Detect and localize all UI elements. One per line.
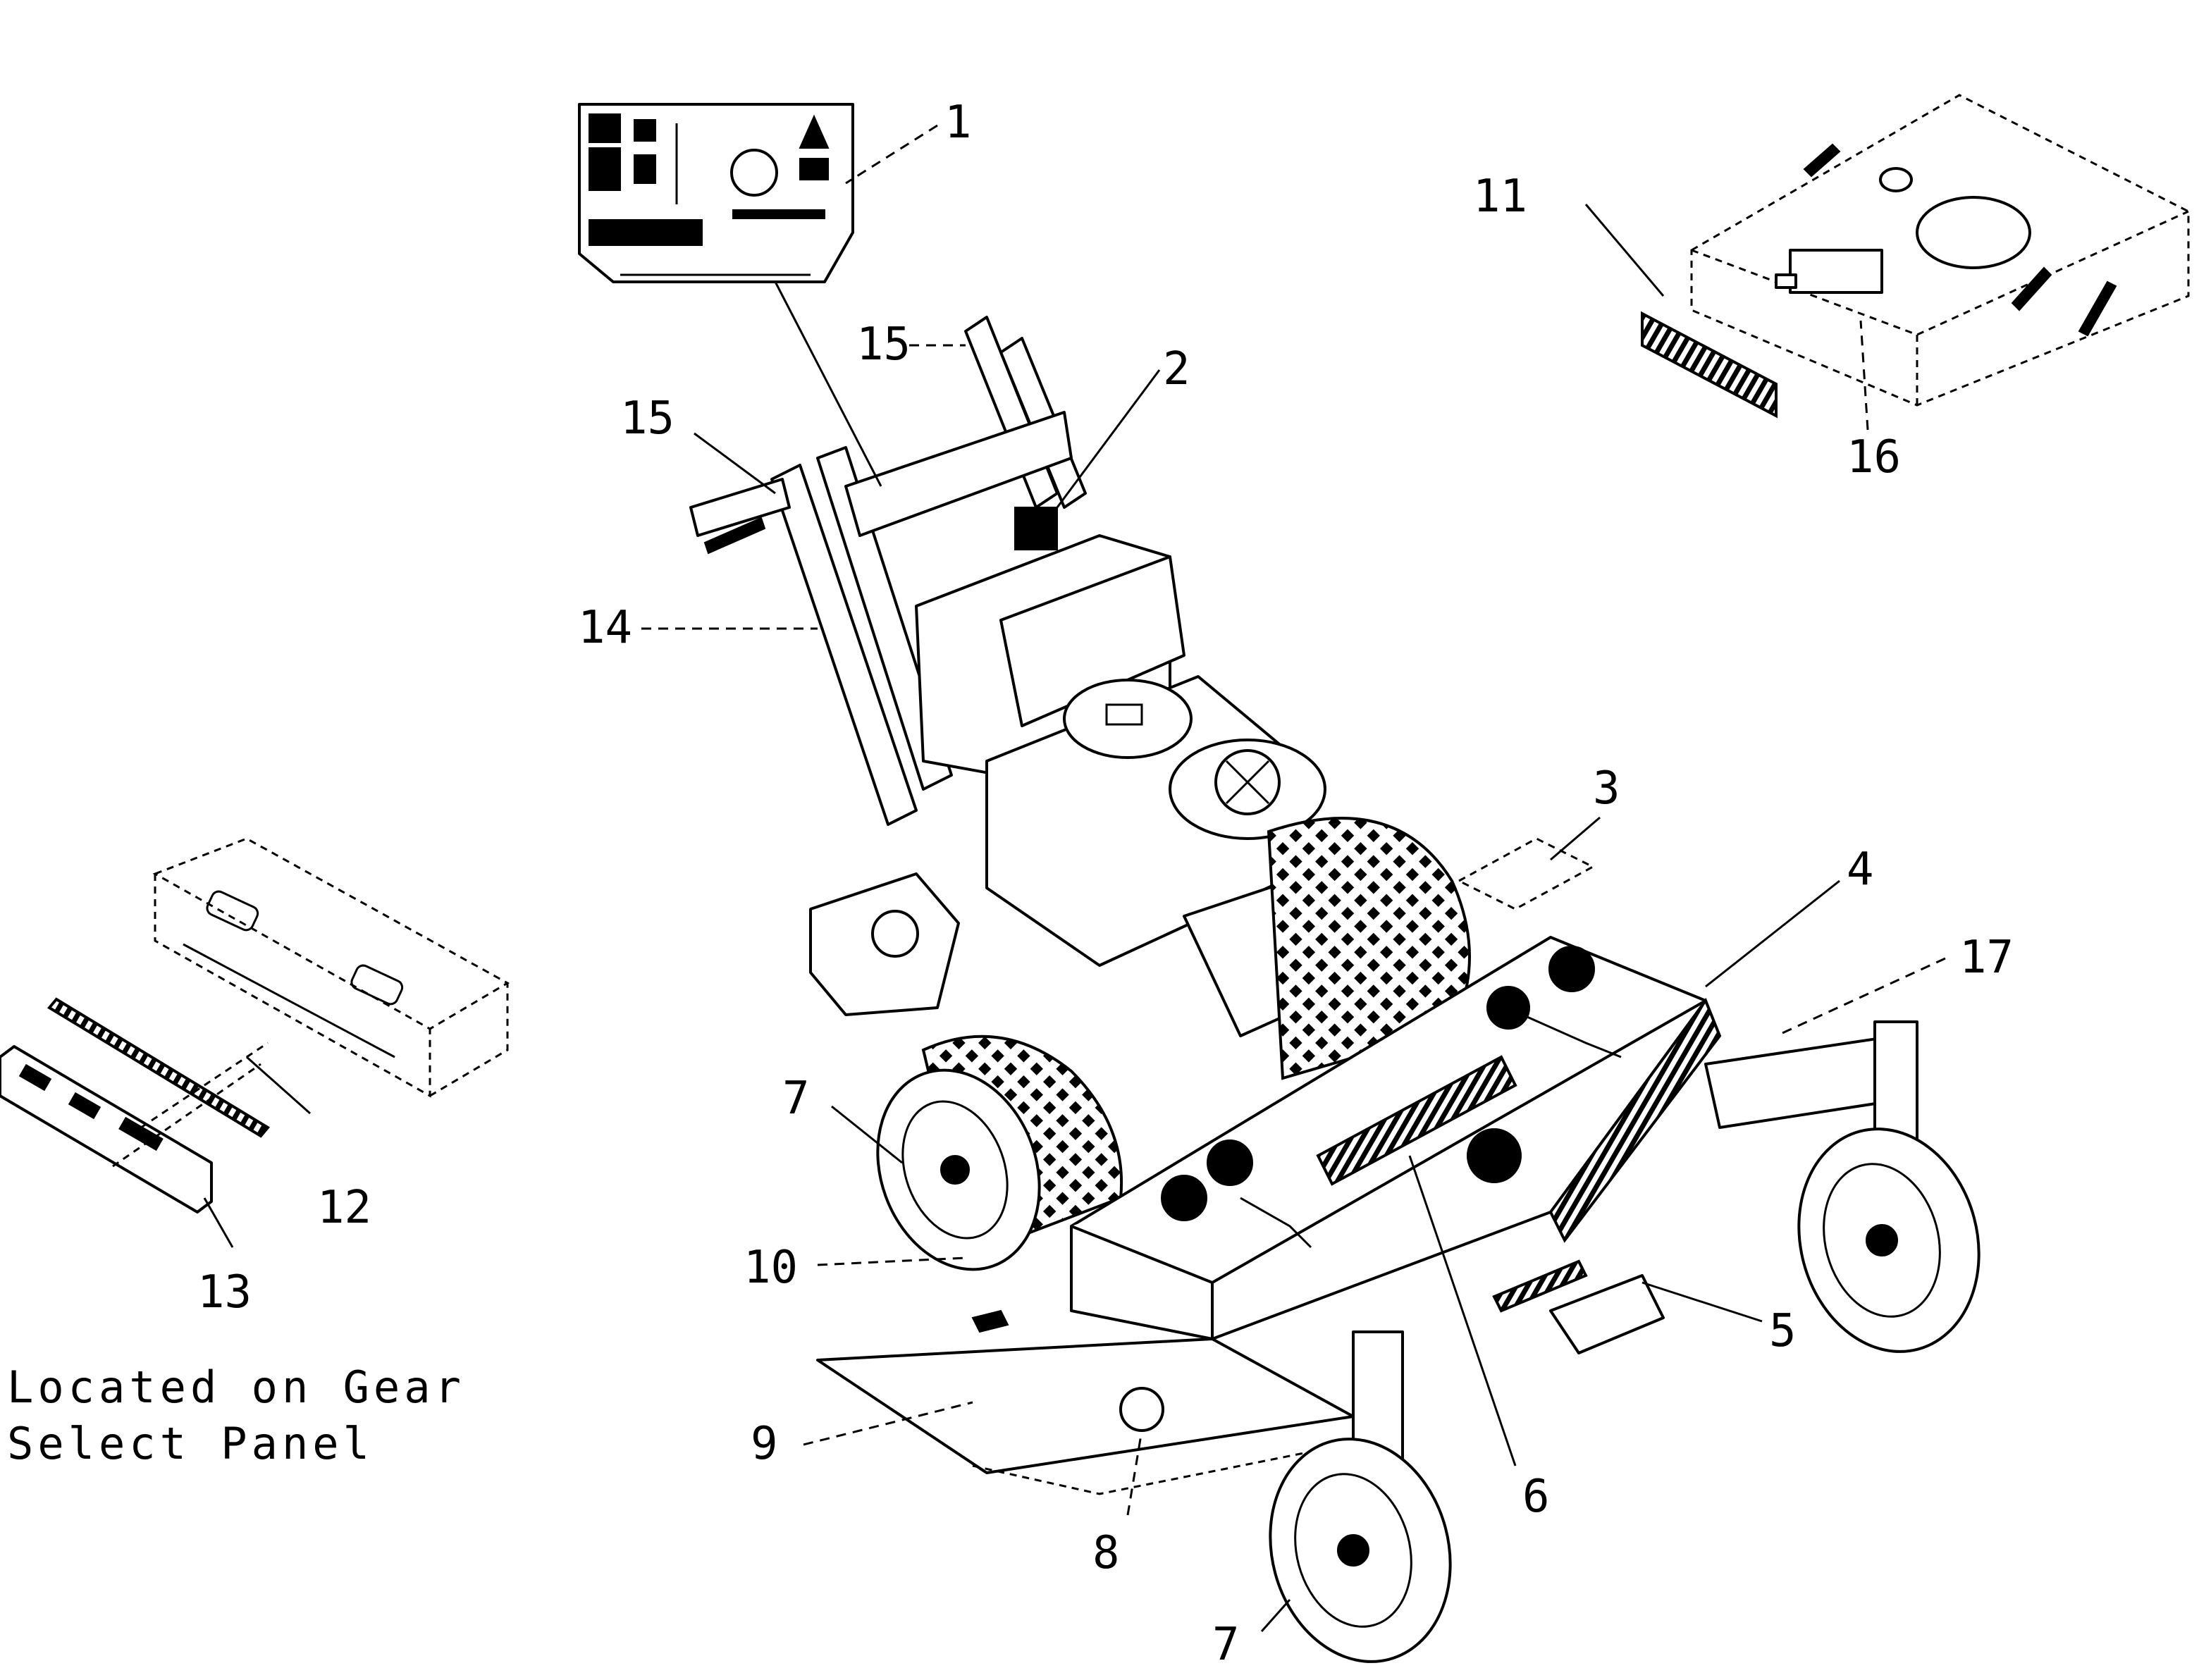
gear-select-panel (0, 837, 510, 1213)
callout-17: 17 (1959, 932, 2014, 984)
callout-labels: 1 2 3 4 5 6 7 7 8 9 10 11 12 13 14 15 15… (197, 97, 2014, 1671)
callout-15-lower: 15 (620, 393, 675, 445)
callout-2: 2 (1163, 343, 1190, 395)
location-note-line-2: Select Panel (7, 1418, 374, 1469)
callout-16: 16 (1847, 431, 1901, 483)
callout-3: 3 (1593, 762, 1620, 815)
callout-15-upper: 15 (856, 319, 911, 371)
callout-13: 13 (197, 1266, 252, 1318)
location-note-line-1: Located on Gear (7, 1361, 465, 1413)
callout-7-front-caster: 7 (1212, 1619, 1240, 1671)
callout-12: 12 (317, 1182, 371, 1234)
location-note: Located on Gear Select Panel (7, 1361, 465, 1469)
leader-lines (203, 124, 1946, 1632)
callout-11: 11 (1473, 171, 1527, 223)
callout-14: 14 (578, 602, 632, 654)
callout-5: 5 (1769, 1305, 1797, 1357)
mower-body (689, 316, 1981, 1663)
callout-6: 6 (1522, 1471, 1550, 1523)
callout-7-rear-wheel: 7 (782, 1073, 810, 1125)
deck-belt-cover-detail (1641, 94, 2190, 419)
callout-4: 4 (1847, 844, 1874, 896)
control-panel-decal (578, 103, 854, 283)
callout-10: 10 (744, 1242, 798, 1294)
callout-9: 9 (751, 1418, 778, 1470)
callout-1: 1 (944, 97, 972, 149)
callout-8: 8 (1092, 1527, 1120, 1579)
